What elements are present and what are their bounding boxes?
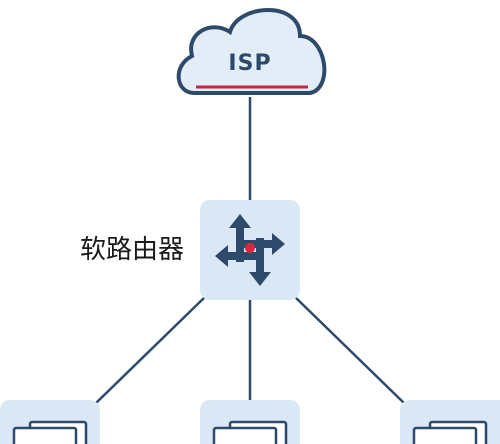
device-right bbox=[400, 400, 500, 444]
router-arrows-icon bbox=[215, 214, 285, 286]
router-center-dot bbox=[245, 243, 255, 253]
arrow-up bbox=[229, 214, 251, 262]
computer-icon bbox=[412, 420, 488, 444]
isp-label: ISP bbox=[228, 51, 271, 76]
link-router-device-left bbox=[94, 295, 207, 405]
arrow-down bbox=[249, 238, 271, 286]
cloud-icon bbox=[176, 8, 327, 95]
isp-cloud-node: ISP bbox=[176, 8, 327, 95]
router-label: 软路由器 bbox=[80, 235, 184, 265]
connections bbox=[94, 97, 406, 405]
device-screen-front bbox=[212, 426, 278, 444]
link-router-device-right bbox=[293, 295, 406, 405]
device-screen-front bbox=[12, 426, 78, 444]
computer-icon bbox=[212, 420, 288, 444]
device-screen-front bbox=[412, 426, 478, 444]
device-left bbox=[0, 400, 100, 444]
device-center bbox=[200, 400, 300, 444]
computer-icon bbox=[12, 420, 88, 444]
soft-router-node bbox=[200, 200, 300, 300]
